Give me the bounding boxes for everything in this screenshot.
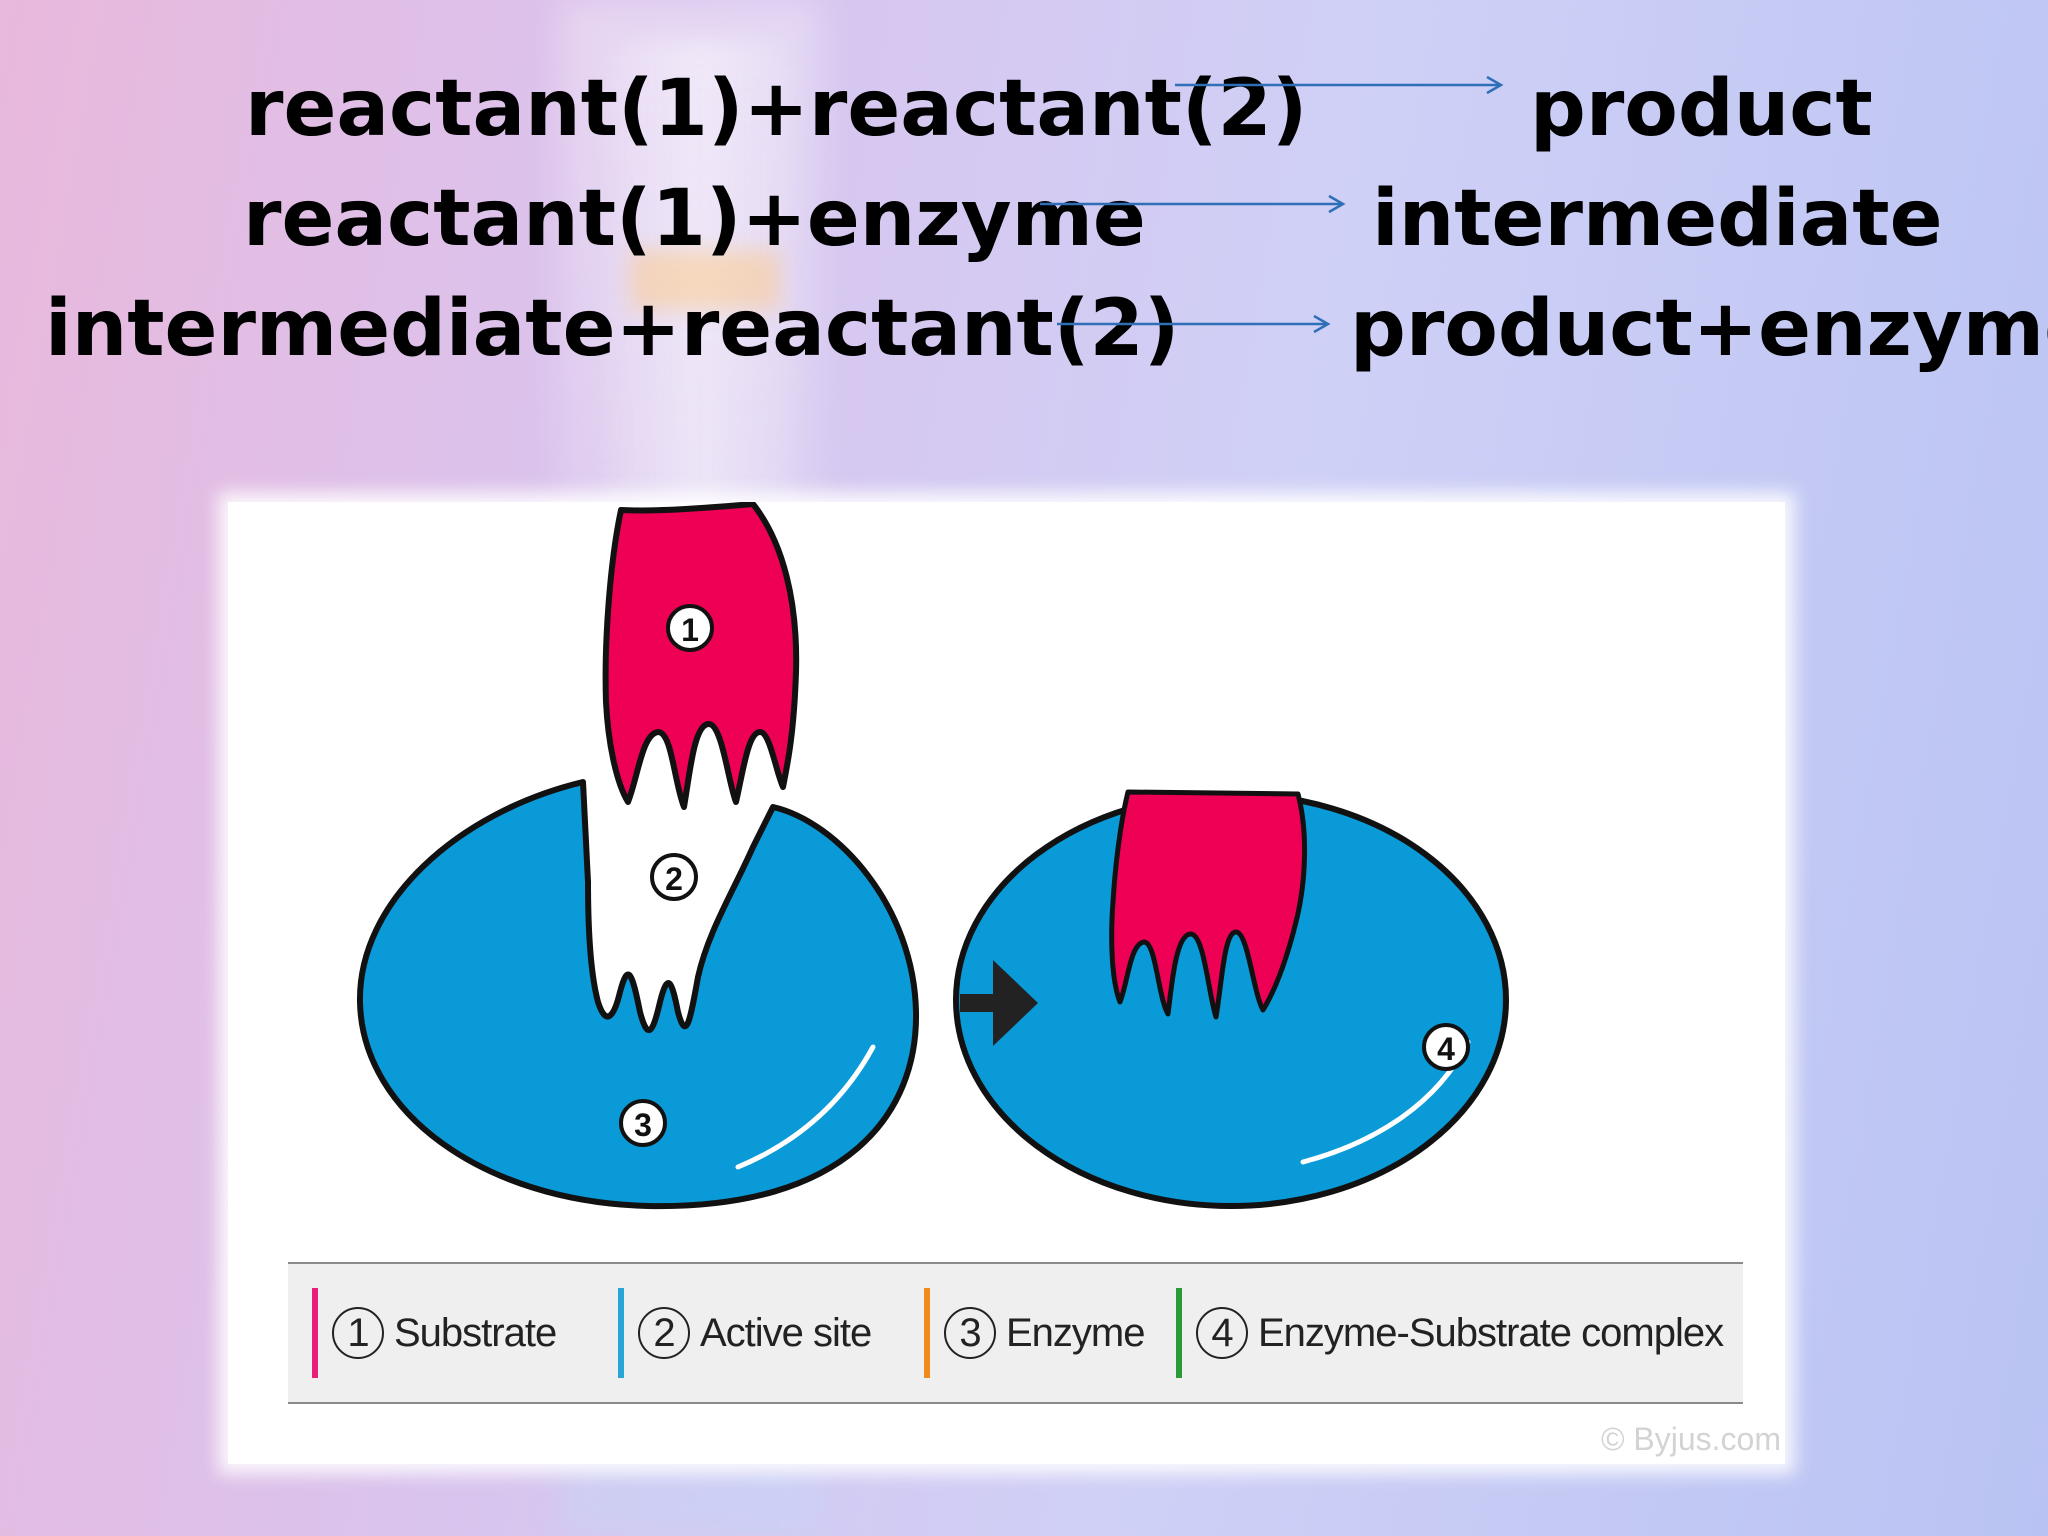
equation-1-right: product <box>1530 64 1873 154</box>
background-bottle <box>605 40 795 560</box>
legend-label: Active site <box>700 1310 872 1355</box>
enzyme-diagram-panel: 1 2 3 4 1 Substrate 2 Active site 3 <box>228 502 1785 1464</box>
legend-number: 4 <box>1196 1307 1248 1359</box>
enzyme-shape-left <box>356 779 920 1210</box>
legend-number: 2 <box>638 1307 690 1359</box>
marker-1: 1 <box>666 604 714 652</box>
legend-color-bar <box>312 1288 318 1378</box>
legend-color-bar <box>618 1288 624 1378</box>
reaction-arrow <box>960 960 1038 1046</box>
equation-3-left: intermediate+reactant(2) <box>45 284 1180 374</box>
legend: 1 Substrate 2 Active site 3 Enzyme 4 Enz… <box>288 1262 1743 1404</box>
equation-2-arrow <box>1040 194 1346 214</box>
credit-text: © Byjus.com <box>1600 1421 1781 1457</box>
legend-label: Enzyme <box>1006 1310 1145 1355</box>
marker-4: 4 <box>1422 1023 1470 1071</box>
legend-color-bar <box>1176 1288 1182 1378</box>
equation-2-right: intermediate <box>1372 174 1943 264</box>
legend-item-active-site: 2 Active site <box>618 1264 872 1402</box>
background-band <box>630 250 780 310</box>
complex-substrate-shape <box>1109 789 1308 1020</box>
equation-3-arrow <box>1057 314 1331 334</box>
legend-label: Enzyme-Substrate complex <box>1258 1310 1724 1355</box>
enzyme-highlight-left <box>735 1044 876 1170</box>
lock-and-key-diagram: 1 2 3 4 <box>356 502 1509 1210</box>
equation-1-arrow <box>1175 75 1504 95</box>
legend-label: Substrate <box>394 1310 557 1355</box>
equation-2-left: reactant(1)+enzyme <box>243 174 1146 264</box>
legend-item-enzyme: 3 Enzyme <box>924 1264 1145 1402</box>
substrate-shape <box>602 502 800 810</box>
equation-1-left: reactant(1)+reactant(2) <box>245 64 1308 154</box>
legend-item-complex: 4 Enzyme-Substrate complex <box>1176 1264 1724 1402</box>
marker-1-label: 1 <box>681 612 699 648</box>
equation-3-right: product+enzyme <box>1350 284 2048 374</box>
legend-item-substrate: 1 Substrate <box>312 1264 557 1402</box>
marker-2: 2 <box>650 853 698 901</box>
marker-3: 3 <box>619 1099 667 1147</box>
legend-number: 1 <box>332 1307 384 1359</box>
marker-3-label: 3 <box>634 1107 652 1143</box>
marker-4-label: 4 <box>1437 1031 1455 1067</box>
legend-color-bar <box>924 1288 930 1378</box>
legend-number: 3 <box>944 1307 996 1359</box>
marker-2-label: 2 <box>665 861 683 897</box>
